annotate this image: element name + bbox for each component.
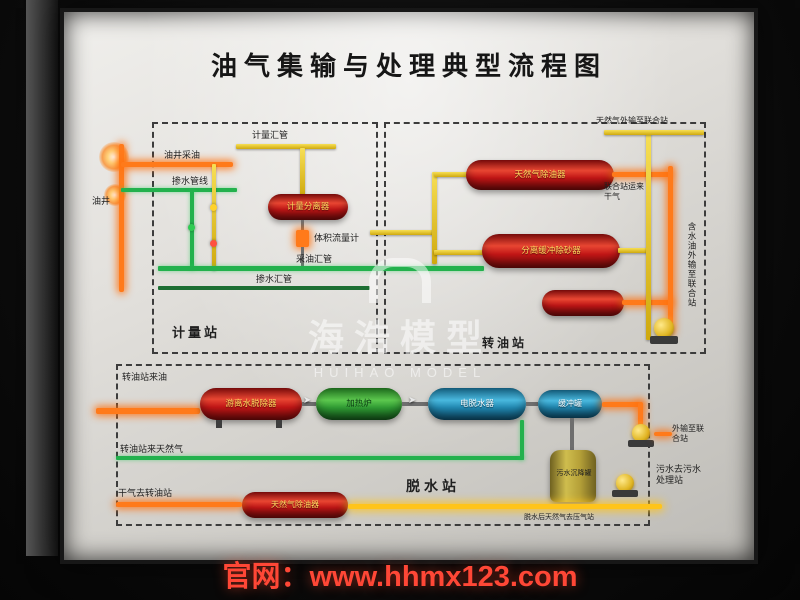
label-gas-export: 天然气外输至联合站 — [596, 116, 668, 125]
station-label-metering: 计量站 — [172, 325, 221, 340]
flow-arrow-icon: ➤ — [408, 395, 417, 406]
pipe-water-header — [158, 286, 370, 290]
display-board: 油气集输与处理典型流程图 油井 油井采油 掺水管线 计量汇管 计量分离器 体积流… — [60, 8, 758, 564]
label-settling-tank: 污水沉降罐 — [556, 470, 592, 477]
label-gas-oil-remover-2: 天然气除油器 — [271, 499, 319, 509]
pipe-export-out — [602, 402, 642, 407]
valve-dot — [188, 224, 195, 231]
label-oil-export-side: 含水油外输至联合站 — [687, 222, 697, 308]
vessel-metering-separator: 计量分离器 — [268, 194, 348, 220]
pipe-oil-export-riser — [668, 166, 673, 334]
label-water-header: 掺水汇管 — [256, 274, 293, 284]
pipe-stub — [402, 402, 428, 406]
station-label-dehydration: 脱水站 — [406, 478, 460, 494]
pipe-transfer-in — [370, 230, 434, 235]
label-sewage-out: 污水去污水处理站 — [656, 464, 702, 486]
flow-arrow-icon: ➤ — [303, 395, 312, 406]
label-water-mix-line: 掺水管线 — [172, 176, 209, 186]
label-buffer-separator: 分离缓冲除砂器 — [521, 245, 581, 256]
station-label-transfer: 转油站 — [482, 336, 528, 350]
sewage-pump — [616, 474, 634, 492]
vessel-buffer-separator: 分离缓冲除砂器 — [482, 234, 620, 268]
label-gas-in: 转油站来天然气 — [120, 444, 184, 454]
vessel-electric-dehydrator: 电脱水器 — [428, 388, 526, 420]
pipe-to-gas-oil-remover — [434, 172, 472, 177]
pipe-well-riser — [119, 144, 124, 292]
pipe-oil-header — [158, 266, 484, 271]
transfer-station-box — [384, 122, 706, 354]
label-electric-dehydrator: 电脱水器 — [459, 398, 494, 409]
pipe-gas-run — [348, 504, 662, 509]
pipe-gas-in-riser — [520, 420, 524, 460]
transfer-pump — [654, 318, 674, 338]
label-metering-header: 计量汇管 — [252, 130, 289, 140]
pipe-export-stub — [654, 432, 672, 436]
label-dry-gas-in: 联合站运来干气 — [604, 182, 644, 201]
pipe-oil-producing — [121, 162, 233, 167]
pipe-water-mix — [121, 188, 237, 192]
label-flow-meter: 体积流量计 — [314, 233, 360, 243]
label-gas-oil-remover: 天然气除油器 — [514, 169, 566, 180]
pipe-metering-header — [236, 144, 336, 149]
pipe-dry-gas-out — [116, 502, 242, 507]
pipe-stub — [301, 247, 304, 269]
display-frame-pillar — [26, 0, 58, 556]
label-oil-header: 采油汇管 — [296, 254, 333, 264]
pipe-gas-in — [116, 456, 524, 460]
label-oil-in: 转油站来油 — [122, 372, 168, 382]
pump-base — [628, 440, 654, 447]
vessel-heater: 加热炉 — [316, 388, 402, 420]
label-oil-well: 油井 — [92, 196, 111, 206]
label-oil-producing-line: 油井采油 — [164, 150, 201, 160]
valve-dot — [210, 240, 217, 247]
page-title: 油气集输与处理典型流程图 — [210, 51, 607, 81]
wellhead-glow — [99, 142, 129, 172]
website-url: 官网：www.hhmx123.com — [222, 561, 578, 593]
pipe-stub — [301, 220, 304, 230]
pipe-stub — [526, 402, 538, 406]
label-buffer-tank: 缓冲罐 — [558, 398, 582, 408]
export-pump — [632, 424, 650, 442]
vessel-leg — [276, 420, 282, 428]
pipe-remover-out — [612, 172, 670, 177]
label-dry-gas-out: 干气去转油站 — [118, 488, 173, 498]
pipe-drop-yellow — [212, 164, 216, 270]
settling-tank — [550, 450, 596, 502]
label-oil-export: 外输至联合站 — [672, 424, 704, 443]
label-free-water-remover: 游离水脱除器 — [225, 398, 277, 409]
pipe-tank-feed — [570, 418, 574, 450]
vessel-free-water-remover: 游离水脱除器 — [200, 388, 302, 420]
vessel-leg — [216, 420, 222, 428]
pipe-export-drop — [638, 402, 643, 428]
flow-meter-device — [296, 230, 309, 247]
vessel-settling-small — [542, 290, 624, 316]
pipe-to-buffer-separator — [434, 250, 486, 255]
vessel-buffer-tank: 缓冲罐 — [538, 390, 602, 418]
metering-station-box — [152, 122, 378, 354]
label-gas-note: 脱水后天然气去压气站 — [524, 514, 594, 521]
vessel-gas-oil-remover: 天然气除油器 — [466, 160, 614, 190]
valve-dot — [210, 204, 217, 211]
pipe-to-separator — [300, 148, 305, 196]
pipe-gas-export-top — [604, 130, 704, 135]
pump-base — [612, 490, 638, 497]
pipe-buffer-out — [618, 248, 648, 253]
pipe-oil-in — [96, 408, 200, 414]
label-metering-separator: 计量分离器 — [286, 201, 330, 212]
label-heater: 加热炉 — [346, 398, 372, 409]
pipe-transfer-riser — [432, 172, 437, 264]
pump-base — [650, 336, 678, 344]
vessel-gas-oil-remover-2: 天然气除油器 — [242, 492, 348, 518]
pipe-gas-export-riser — [646, 132, 651, 340]
pipe-stub — [302, 402, 316, 406]
